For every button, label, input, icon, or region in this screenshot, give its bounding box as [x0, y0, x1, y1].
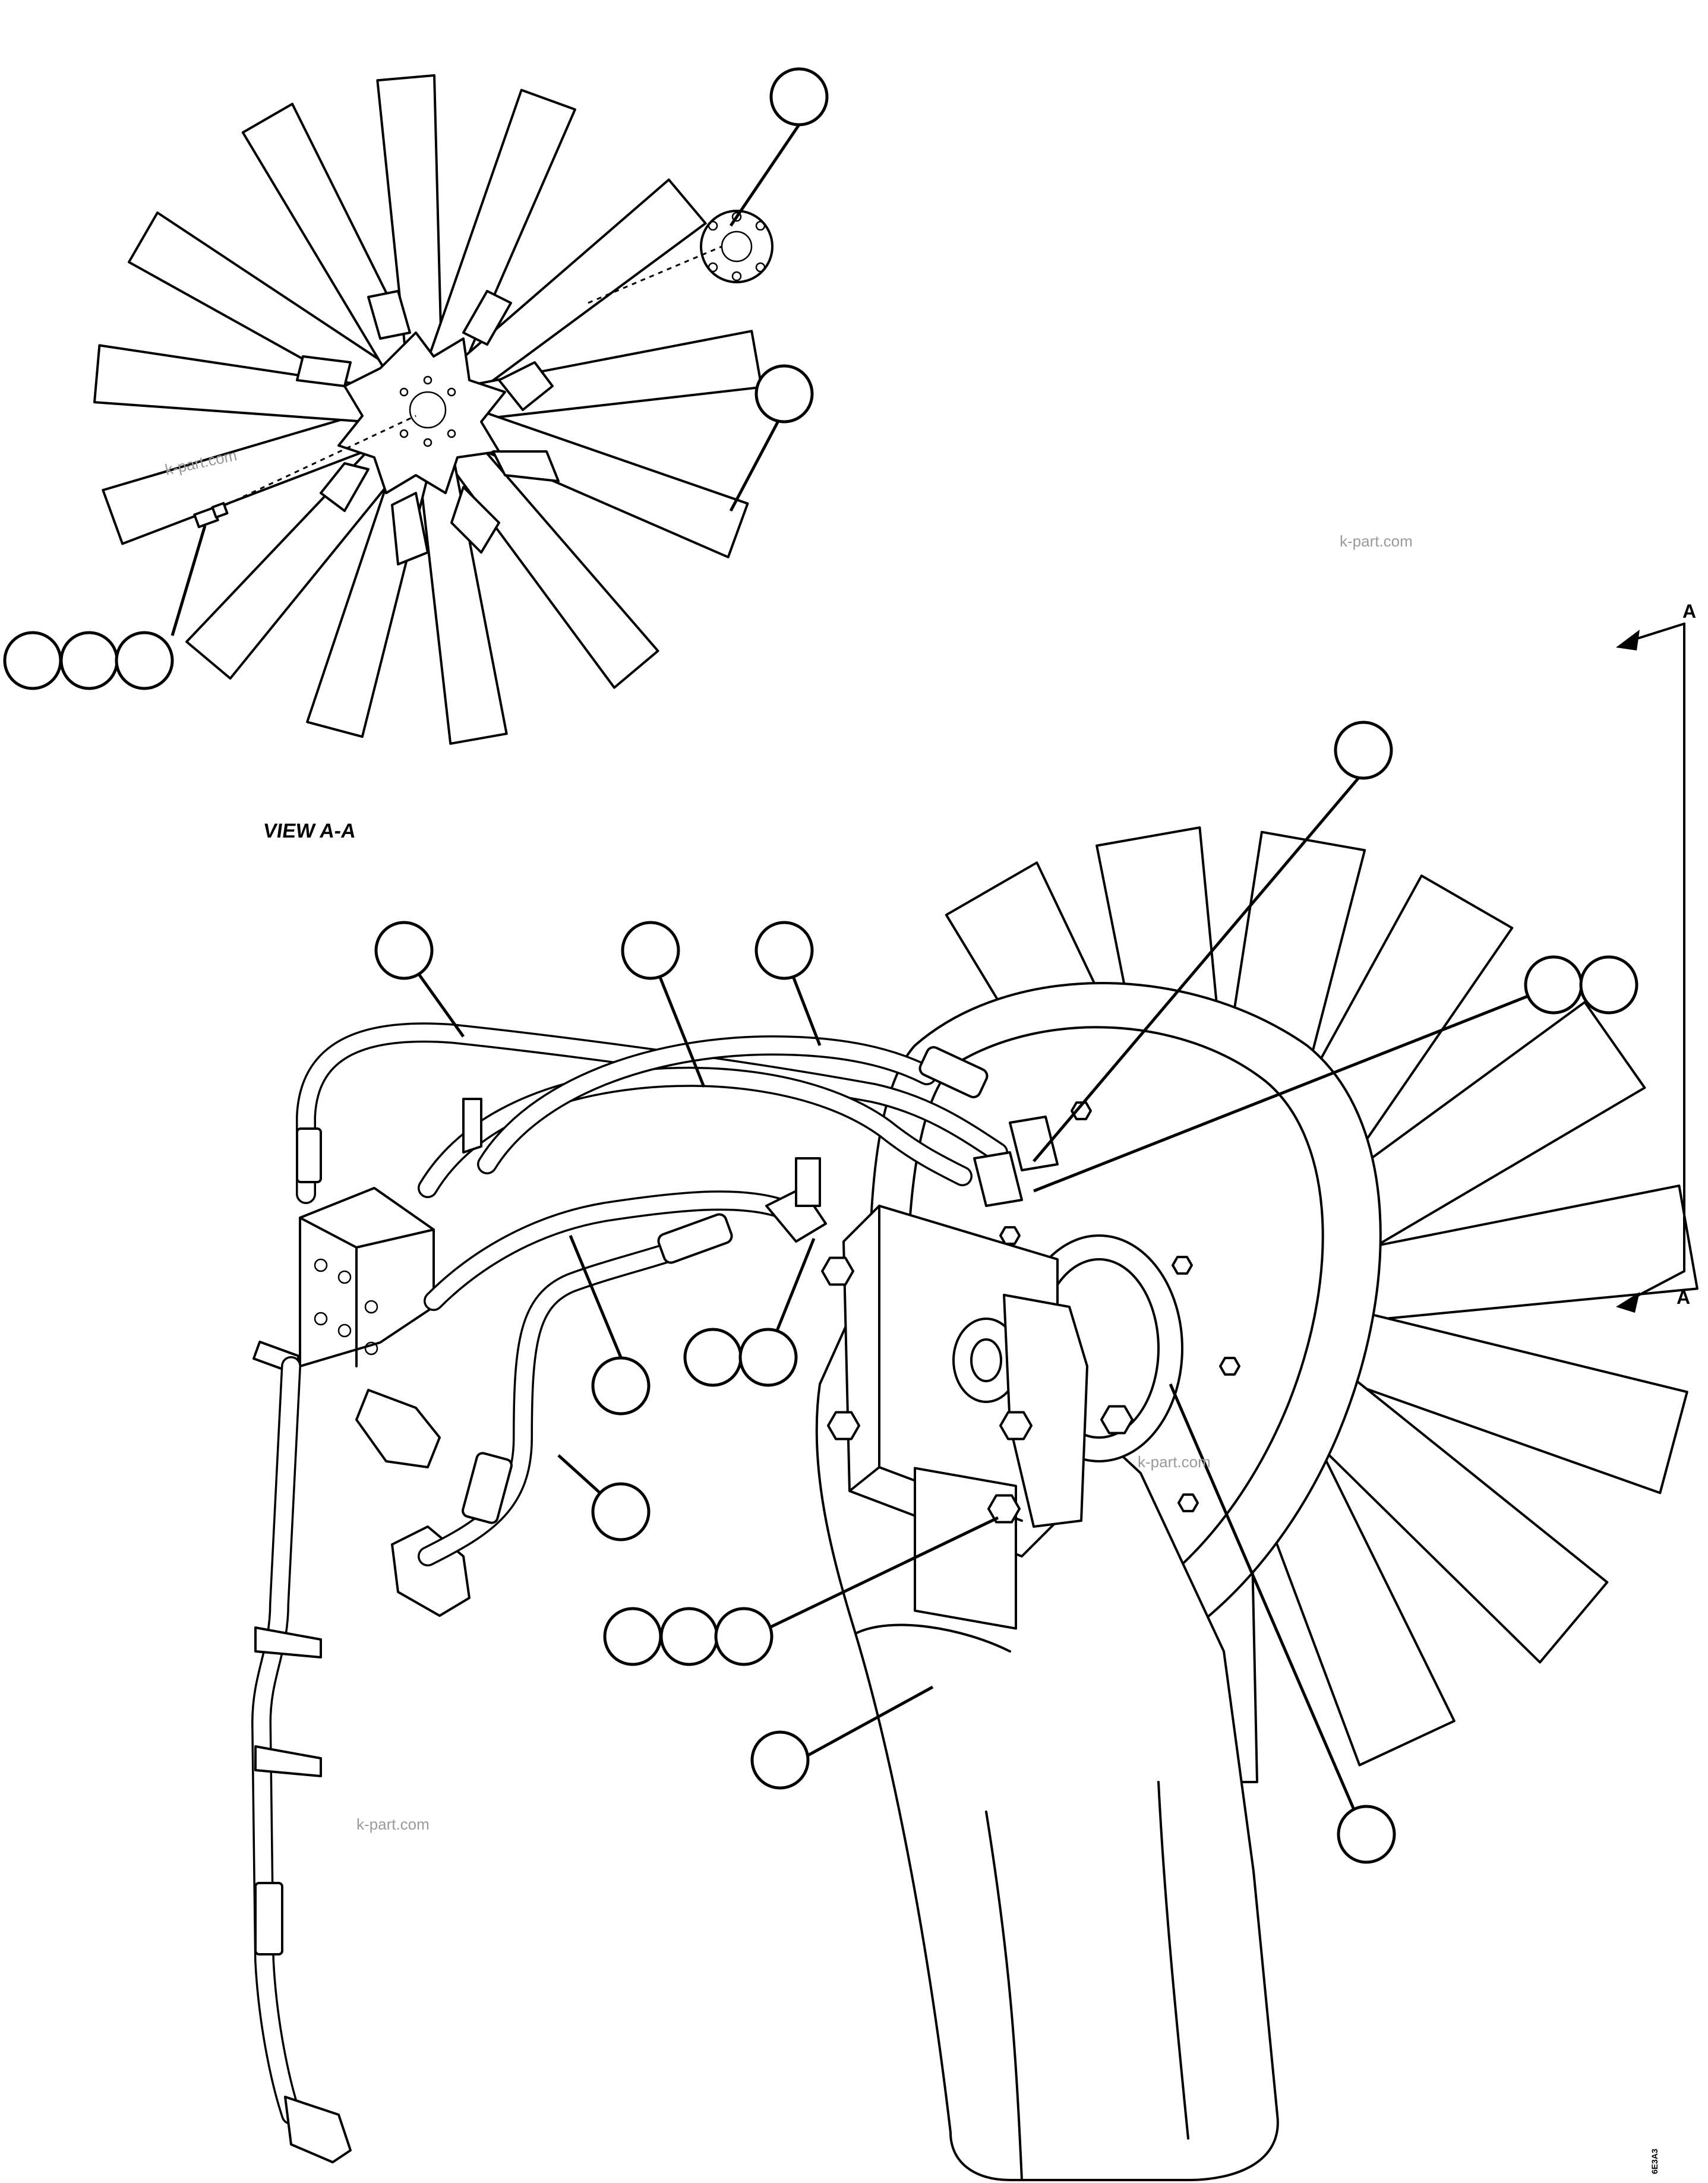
ring-bolt — [1219, 1357, 1240, 1376]
ring-bolt — [1177, 1493, 1199, 1512]
callout-bubble — [683, 1328, 743, 1387]
callout-bubble — [754, 921, 814, 980]
callout-bubble — [750, 1730, 810, 1790]
callout-bubble — [591, 1356, 651, 1416]
callout-bubble — [769, 67, 829, 127]
hose-end-fitting — [284, 2096, 352, 2163]
bracket-bolt — [987, 1494, 1021, 1524]
manifold-valve-block — [299, 1187, 435, 1367]
callout-bubble — [1579, 955, 1638, 1015]
callout-bubble — [3, 631, 62, 690]
drawing-code: 6E3A3 — [1650, 2149, 1659, 2174]
callout-bubble — [603, 1607, 662, 1666]
main-fan-drive-assembly: A A — [251, 601, 1698, 2181]
fan-view-a-a: VIEW A-A — [93, 74, 774, 842]
fan-bolt — [193, 502, 229, 529]
bracket-bolt — [827, 1411, 860, 1440]
ring-bolt — [1172, 1256, 1193, 1275]
callout-bubble — [1524, 955, 1583, 1015]
section-mark-top: A — [1682, 601, 1696, 622]
hydraulic-hoses — [251, 1022, 1008, 2125]
fan-spacer-flange — [700, 210, 774, 283]
watermark: k-part.com — [1138, 1453, 1211, 1471]
fan-hub-bore — [409, 391, 447, 429]
bracket-bolt — [821, 1256, 854, 1286]
ring-bolt — [1071, 1101, 1092, 1120]
bracket-bolt — [1100, 1405, 1134, 1435]
callout-bubble — [115, 631, 174, 690]
callout-bubble — [1334, 721, 1393, 780]
callout-bubble — [714, 1607, 774, 1666]
watermark: k-part.com — [1340, 532, 1413, 550]
callout-bubble — [754, 364, 814, 424]
hydraulic-motor-bracket — [842, 1205, 1088, 1630]
bracket-bolt — [999, 1411, 1033, 1440]
callout-bubbles — [3, 67, 1638, 1864]
callout-bubble — [591, 1482, 651, 1541]
ring-bolt — [999, 1226, 1021, 1245]
callout-bubble — [374, 921, 434, 980]
elbow-fitting — [355, 1389, 441, 1468]
section-arrow-a-a — [1616, 623, 1685, 1313]
callout-bubble — [59, 631, 119, 690]
callout-bubble — [1337, 1805, 1396, 1864]
view-a-a-label: VIEW A-A — [262, 820, 358, 842]
section-mark-bottom: A — [1677, 1287, 1690, 1308]
callout-bubble — [659, 1607, 719, 1666]
watermark: k-part.com — [356, 1815, 430, 1833]
callout-bubble — [738, 1328, 798, 1387]
callout-bubble — [621, 921, 680, 980]
fan-hub-spider — [337, 331, 506, 494]
